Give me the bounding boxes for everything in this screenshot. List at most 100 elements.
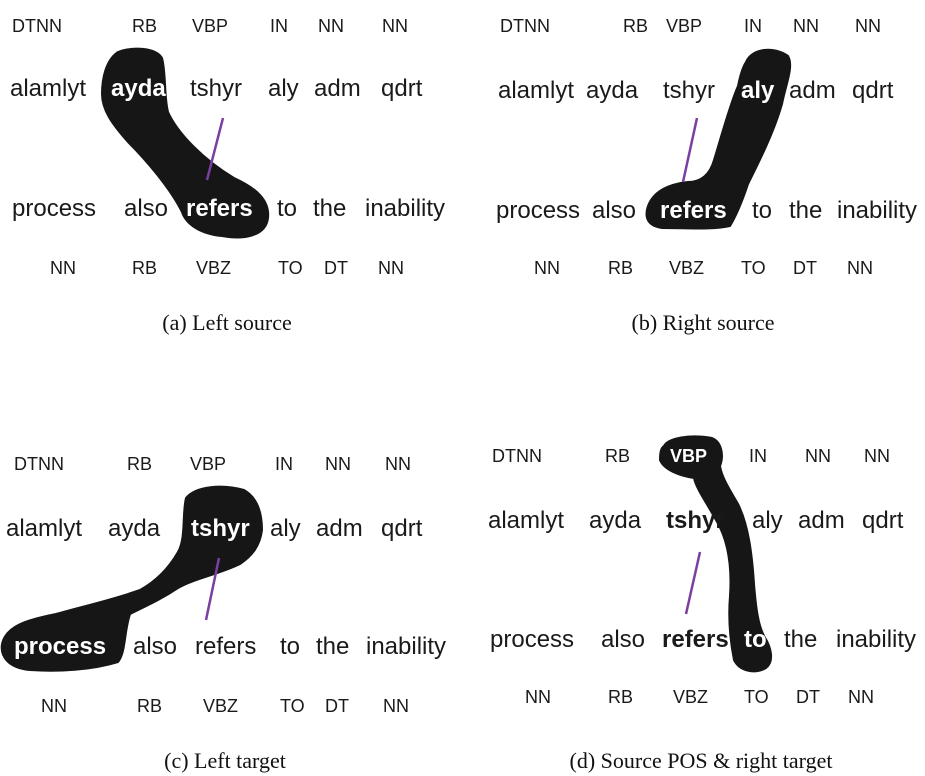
tgt-tag: RB [608,258,633,278]
src-tag: DTNN [12,16,62,36]
tgt-tag: DT [793,258,817,278]
tgt-tag: RB [132,258,157,278]
src-tag: RB [132,16,157,36]
src-tag: RB [623,16,648,36]
tgt-word: the [316,633,349,660]
tgt-tag: NN [525,687,551,707]
highlight-blob-a [101,47,270,239]
tgt-word-bold: refers [662,626,729,653]
tgt-word: refers [195,633,256,660]
src-word: aly [270,515,301,542]
alignment-link-a [205,117,225,181]
tgt-word-highlighted: process [14,633,106,660]
src-word: ayda [586,77,639,104]
alignment-link-d [684,551,702,615]
tgt-word: the [784,626,817,653]
src-tag: DTNN [500,16,550,36]
src-tag: NN [382,16,408,36]
src-word-highlighted: aly [741,77,775,104]
alignment-link-c [204,557,221,621]
tgt-tag: NN [383,696,409,716]
src-word-highlighted: tshyr [191,515,250,542]
highlight-blob-c [0,485,263,672]
src-tag: NN [325,454,351,474]
src-word-bold: tshyr [666,507,725,534]
tgt-tag: VBZ [203,696,238,716]
src-tag: IN [749,446,767,466]
panel-a: DTNN RB VBP IN NN NN alamlyt ayda tshyr … [10,16,445,335]
panel-d: DTNN RB VBP IN NN NN alamlyt ayda tshyr … [488,435,916,773]
tgt-word: inability [836,626,916,653]
tgt-tag: TO [744,687,769,707]
panel-b: DTNN RB VBP IN NN NN alamlyt ayda tshyr … [496,16,917,335]
tgt-tag: DT [324,258,348,278]
src-word: adm [789,77,836,104]
src-word: adm [314,75,361,102]
tgt-tag: VBZ [669,258,704,278]
src-word: ayda [108,515,161,542]
src-word: adm [316,515,363,542]
src-word: tshyr [663,77,715,104]
highlight-blob-d [659,435,772,673]
src-tag: NN [318,16,344,36]
src-tag: VBP [190,454,226,474]
src-word-highlighted: ayda [111,75,166,102]
tgt-tag: NN [848,687,874,707]
src-tag: NN [864,446,890,466]
src-word: ayda [589,507,642,534]
src-word: tshyr [190,75,242,102]
src-word: qdrt [852,77,894,104]
tgt-word: also [133,633,177,660]
tgt-word-highlighted: refers [660,197,727,224]
tgt-word: process [12,195,96,222]
tgt-word: to [280,633,300,660]
tgt-tag: NN [534,258,560,278]
src-tag: DTNN [492,446,542,466]
src-tag: NN [385,454,411,474]
caption-d: (d) Source POS & right target [570,748,833,773]
tgt-word: the [789,197,822,224]
tgt-word: process [490,626,574,653]
tgt-word: inability [837,197,917,224]
tgt-word: also [592,197,636,224]
tgt-word: to [277,195,297,222]
tgt-tag: TO [280,696,305,716]
tgt-tag: TO [278,258,303,278]
panel-c: DTNN RB VBP IN NN NN alamlyt ayda tshyr … [0,454,446,773]
src-tag: RB [605,446,630,466]
src-tag: DTNN [14,454,64,474]
src-tag: NN [793,16,819,36]
src-tag: NN [855,16,881,36]
tgt-tag: VBZ [196,258,231,278]
tgt-word: also [601,626,645,653]
tgt-tag: VBZ [673,687,708,707]
tgt-word: process [496,197,580,224]
src-tag: IN [270,16,288,36]
tgt-tag: DT [325,696,349,716]
tgt-tag: NN [41,696,67,716]
tgt-word-highlighted: to [744,626,767,653]
tgt-tag: RB [137,696,162,716]
src-word: alamlyt [488,507,564,534]
src-word: qdrt [862,507,904,534]
src-tag: IN [275,454,293,474]
tgt-tag: RB [608,687,633,707]
src-word: alamlyt [10,75,86,102]
tgt-tag: NN [378,258,404,278]
src-tag: RB [127,454,152,474]
src-tag: NN [805,446,831,466]
src-word: alamlyt [6,515,82,542]
tgt-word-highlighted: refers [186,195,253,222]
src-word: qdrt [381,515,423,542]
caption-b: (b) Right source [632,310,775,335]
src-word: adm [798,507,845,534]
caption-a: (a) Left source [162,310,291,335]
src-word: alamlyt [498,77,574,104]
tgt-word: also [124,195,168,222]
src-tag-highlighted: VBP [670,446,707,466]
tgt-word: inability [365,195,445,222]
src-word: aly [268,75,299,102]
tgt-word: to [752,197,772,224]
tgt-tag: NN [847,258,873,278]
tgt-word: the [313,195,346,222]
